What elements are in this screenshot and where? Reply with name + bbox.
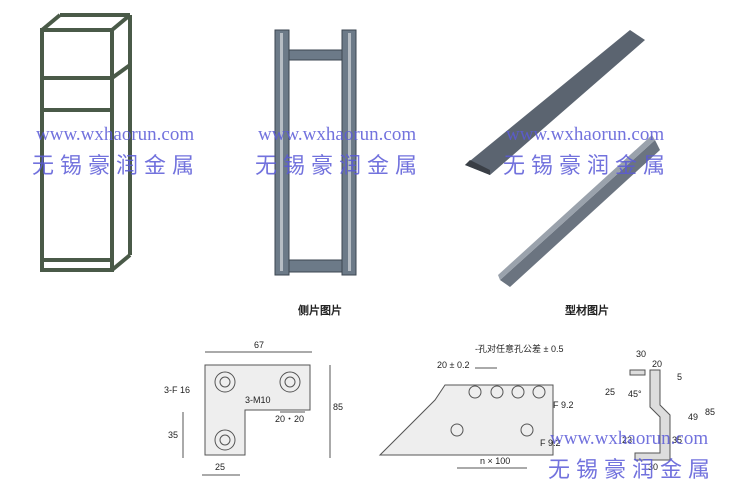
svg-text:20: 20 xyxy=(652,359,662,369)
svg-text:23: 23 xyxy=(622,435,632,445)
svg-text:85: 85 xyxy=(705,407,715,417)
svg-text:20・20: 20・20 xyxy=(275,414,304,424)
svg-text:20 ± 0.2: 20 ± 0.2 xyxy=(437,360,469,370)
svg-text:F 9.2: F 9.2 xyxy=(553,400,574,410)
section-drawing: 30 20 5 25 45° 49 85 35 23 30 xyxy=(605,349,715,472)
rack-frame-image xyxy=(40,13,132,272)
svg-text:35: 35 xyxy=(672,435,682,445)
svg-text:3-M10: 3-M10 xyxy=(245,395,271,405)
svg-text:67: 67 xyxy=(254,340,264,350)
rail-drawing: -孔对任意孔公差 ± 0.5 20 ± 0.2 F 9.2 F 9.2 n × … xyxy=(378,343,574,469)
watermark-url: www.wxhaorun.com xyxy=(258,124,417,145)
svg-text:35: 35 xyxy=(168,430,178,440)
svg-text:25: 25 xyxy=(215,462,225,472)
svg-text:-孔对任意孔公差 ± 0.5: -孔对任意孔公差 ± 0.5 xyxy=(475,343,563,354)
svg-text:30: 30 xyxy=(648,462,658,472)
svg-text:45°: 45° xyxy=(628,389,642,399)
svg-text:85: 85 xyxy=(333,402,343,412)
watermark-url: www.wxhaorun.com xyxy=(550,428,709,449)
svg-text:49: 49 xyxy=(688,412,698,422)
caption-side-panel: 侧片图片 xyxy=(298,305,342,317)
svg-text:25: 25 xyxy=(605,387,615,397)
svg-text:F 9.2: F 9.2 xyxy=(540,438,561,448)
svg-text:n × 100: n × 100 xyxy=(480,456,510,466)
watermark-name: 无锡豪润金属 xyxy=(503,154,672,179)
caption-profile: 型材图片 xyxy=(565,305,609,317)
watermark-name: 无锡豪润金属 xyxy=(32,154,201,179)
svg-text:5: 5 xyxy=(677,372,682,382)
watermark-name: 无锡豪润金属 xyxy=(255,154,424,179)
svg-text:3-F 16: 3-F 16 xyxy=(164,385,190,395)
watermark-url: www.wxhaorun.com xyxy=(506,124,665,145)
watermark-name: 无锡豪润金属 xyxy=(548,458,717,483)
svg-text:30: 30 xyxy=(636,349,646,359)
bracket-drawing: 67 3-F 16 3-M10 20・20 85 35 25 xyxy=(164,340,343,476)
side-panel-image xyxy=(274,29,357,276)
profile-image xyxy=(465,30,660,287)
watermark-url: www.wxhaorun.com xyxy=(36,124,195,145)
